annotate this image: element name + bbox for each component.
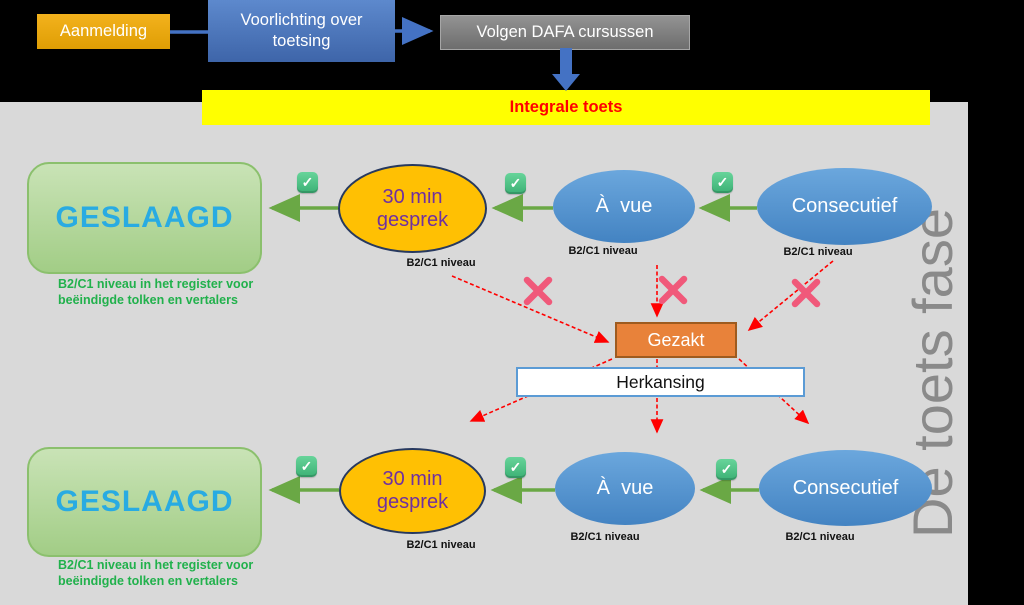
caption-line: B2/C1 niveau in het register voor — [58, 558, 254, 572]
register-caption: B2/C1 niveau in het register voor beëind… — [58, 276, 273, 308]
check-glyph: ✓ — [716, 174, 729, 190]
x-mark-icon — [523, 276, 553, 306]
consecutief-node: Consecutief — [759, 450, 932, 526]
herkansing-node: Herkansing — [516, 367, 805, 397]
checkmark-icon: ✓ — [296, 456, 317, 477]
consecutief-node: Consecutief — [757, 168, 932, 245]
gesprek-node: 30 min gesprek — [338, 164, 487, 253]
gesprek-label-line2: gesprek — [376, 491, 449, 513]
checkmark-icon: ✓ — [505, 173, 526, 194]
consecutief-label: Consecutief — [791, 195, 898, 217]
a-vue-node: À vue — [553, 170, 695, 243]
level-label: B2/C1 niveau — [406, 257, 476, 269]
level-label: B2/C1 niveau — [783, 246, 853, 258]
flow-step-dafa-cursussen: Volgen DAFA cursussen — [440, 15, 690, 50]
red-dashed-arrow — [451, 275, 610, 343]
gesprek-node: 30 min gesprek — [339, 448, 486, 534]
down-arrow-icon — [552, 48, 580, 91]
level-label: B2/C1 niveau — [568, 245, 638, 257]
flow-step-aanmelding: Aanmelding — [37, 14, 170, 49]
check-glyph: ✓ — [300, 458, 313, 474]
checkmark-icon: ✓ — [505, 457, 526, 478]
flow-step-label: Volgen DAFA cursussen — [476, 23, 654, 41]
check-glyph: ✓ — [720, 461, 733, 477]
a-vue-node: À vue — [555, 452, 695, 525]
gesprek-label-line1: 30 min — [382, 468, 443, 490]
gesprek-label-line1: 30 min — [382, 185, 443, 208]
geslaagd-label: GESLAAGD — [55, 201, 234, 234]
geslaagd-node: GESLAAGD — [27, 162, 262, 274]
flow-step-label: Aanmelding — [59, 22, 148, 40]
consecutief-label: Consecutief — [792, 476, 899, 499]
x-mark-icon — [658, 275, 688, 305]
checkmark-icon: ✓ — [297, 172, 318, 193]
caption-line: beëindigde tolken en vertalers — [58, 574, 238, 588]
integrale-toets-banner: Integrale toets — [202, 90, 930, 125]
flow-step-label: Voorlichting over toetsing — [240, 10, 363, 50]
level-label: B2/C1 niveau — [406, 539, 476, 551]
checkmark-icon: ✓ — [712, 172, 733, 193]
level-label: B2/C1 niveau — [570, 531, 640, 543]
check-glyph: ✓ — [509, 459, 522, 475]
caption-line: beëindigde tolken en vertalers — [58, 293, 238, 307]
a-vue-label: À vue — [595, 195, 653, 217]
herkansing-label: Herkansing — [616, 371, 705, 392]
check-glyph: ✓ — [301, 174, 314, 190]
register-caption: B2/C1 niveau in het register voor beëind… — [58, 557, 273, 589]
caption-line: B2/C1 niveau in het register voor — [58, 277, 254, 291]
flow-step-voorlichting: Voorlichting over toetsing — [208, 0, 395, 62]
a-vue-label: À vue — [596, 477, 654, 499]
level-label: B2/C1 niveau — [785, 531, 855, 543]
check-glyph: ✓ — [509, 175, 522, 191]
gesprek-label-line2: gesprek — [376, 208, 449, 231]
x-mark-icon — [791, 278, 821, 308]
geslaagd-label: GESLAAGD — [55, 485, 234, 518]
red-dashed-arrow — [747, 260, 834, 332]
gezakt-label: Gezakt — [647, 329, 705, 350]
geslaagd-node: GESLAAGD — [27, 447, 262, 557]
banner-label: Integrale toets — [509, 98, 623, 116]
checkmark-icon: ✓ — [716, 459, 737, 480]
gezakt-node: Gezakt — [615, 322, 737, 358]
